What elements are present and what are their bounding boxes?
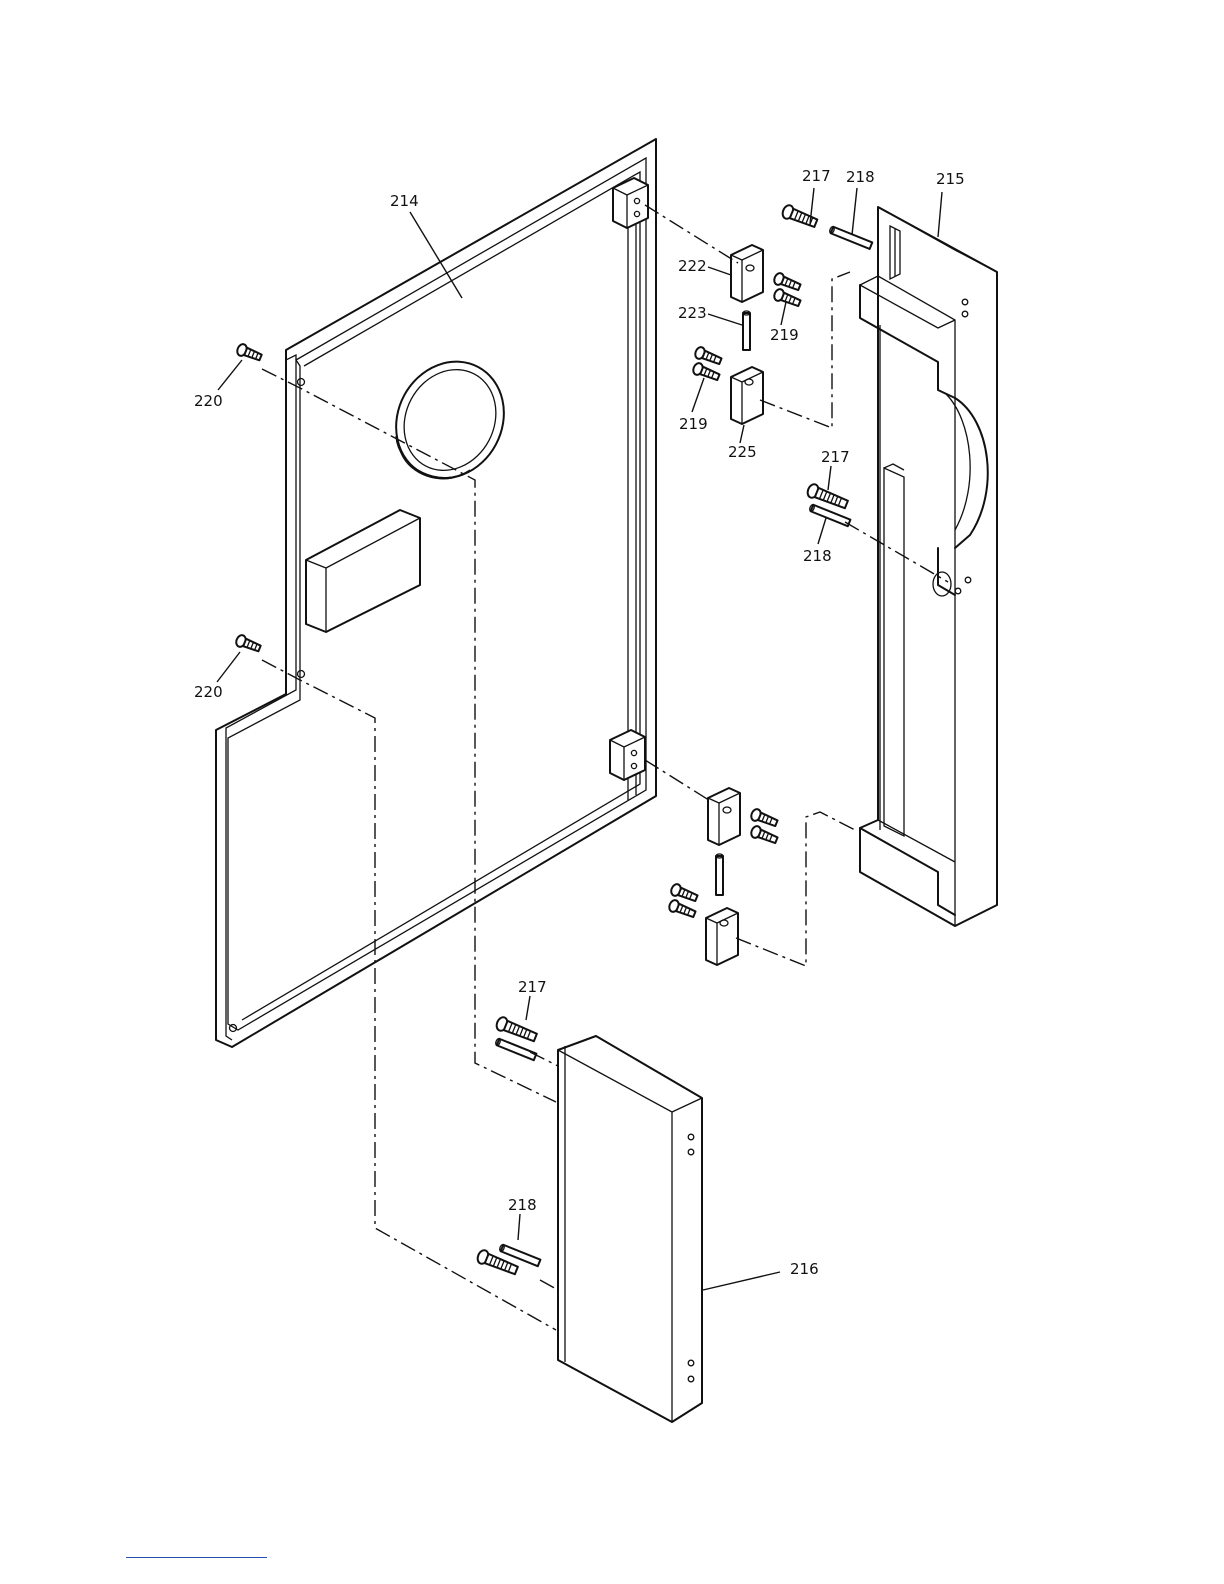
callout-219-left: 219 (679, 415, 708, 433)
hinge-frame (860, 207, 997, 926)
panel-screw-220-bottom (235, 634, 262, 654)
callout-217-top: 217 (802, 167, 831, 185)
door-panel (216, 139, 656, 1047)
callout-223: 223 (678, 304, 707, 322)
hinge-pin-lower-set (716, 854, 723, 895)
callout-218-block: 218 (508, 1196, 537, 1214)
hinge-leaf-lower-lower-set (706, 908, 738, 965)
panel-box (306, 510, 420, 632)
callout-220-bottom: 220 (194, 683, 223, 701)
hinge-screw-lower-a (750, 808, 779, 829)
window-ring (376, 343, 524, 498)
callout-214: 214 (390, 192, 419, 210)
hinge-screw-219-b (773, 288, 802, 309)
hinge-screw-219-d (692, 362, 721, 383)
callout-217-mid: 217 (821, 448, 850, 466)
callout-222: 222 (678, 257, 707, 275)
hinge-screw-lower-b (750, 825, 779, 846)
panel-hinge-block-lower (610, 730, 645, 780)
hinge-leaf-upper-lower-set (708, 788, 740, 845)
panel-hinge-block-upper (613, 178, 648, 228)
callout-216: 216 (790, 1260, 819, 1278)
hinge-leaf-upper-222 (731, 245, 763, 302)
hinge-screw-lower-d (668, 899, 697, 920)
mount-block (558, 1036, 702, 1422)
callout-218-top: 218 (846, 168, 875, 186)
panel-screw-220-top (236, 343, 263, 363)
callout-217-block: 217 (518, 978, 547, 996)
callout-219-right: 219 (770, 326, 799, 344)
callout-220-top: 220 (194, 392, 223, 410)
screw-217-top (781, 204, 819, 230)
footer-rule (126, 1557, 267, 1558)
callout-225: 225 (728, 443, 757, 461)
callout-215: 215 (936, 170, 965, 188)
hinge-leaf-lower-225 (731, 367, 763, 424)
callout-218-mid: 218 (803, 547, 832, 565)
dowel-pin-218-top (829, 226, 872, 249)
hinge-pin-223 (743, 311, 750, 350)
dowel-pin-218-block-a (495, 1038, 537, 1060)
